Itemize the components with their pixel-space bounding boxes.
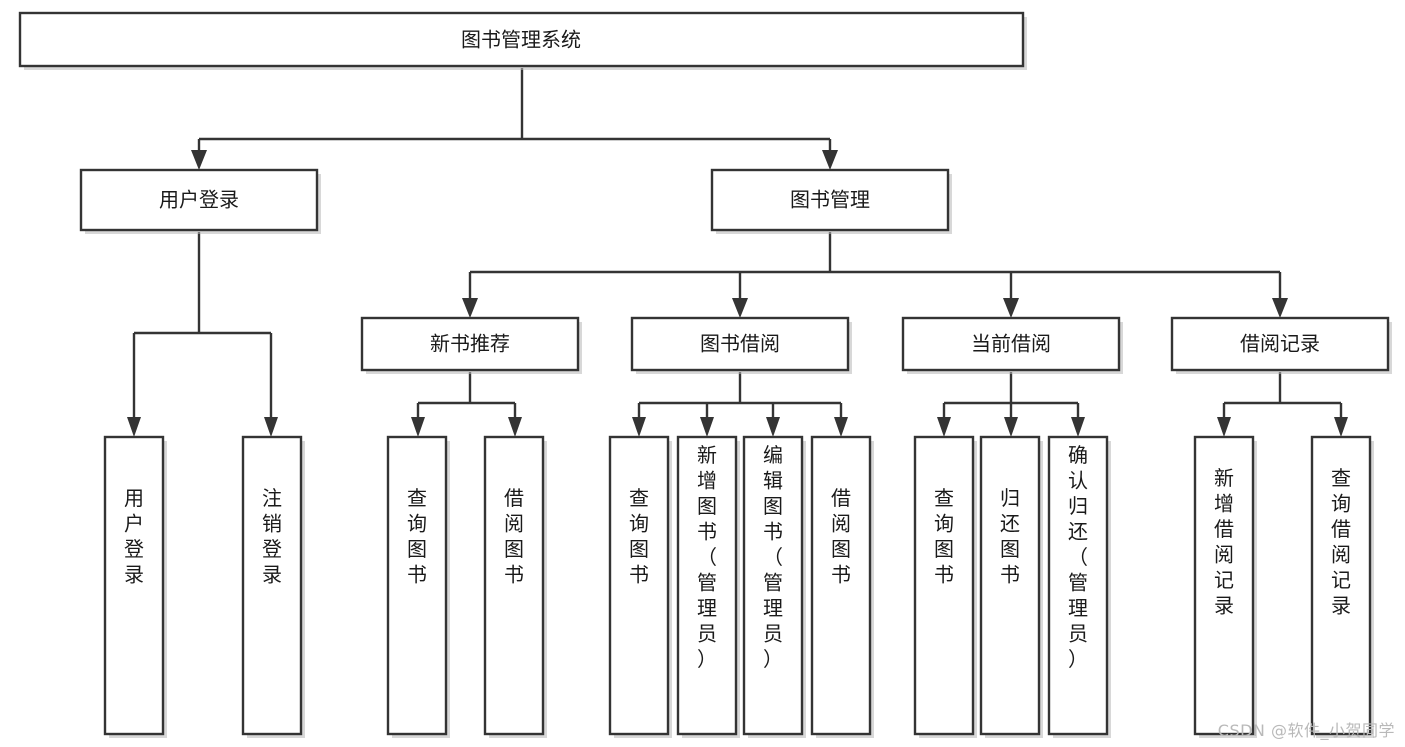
node-new-book-rec-rect[interactable] (360, 316, 580, 372)
node-current-borrow-label: 当前借阅 (971, 332, 1051, 356)
node-leaf-add-book[interactable]: 新增图书（管理员） (676, 435, 740, 738)
node-leaf-query-book-1[interactable]: 查询图书 (386, 435, 450, 738)
node-leaf-edit-book-label: 编辑图书（管理员） (763, 443, 783, 671)
node-book-borrow[interactable]: 图书借阅 (630, 316, 852, 374)
node-leaf-query-book-1-rect[interactable] (386, 435, 448, 736)
node-leaf-borrow-book-2-label: 借阅图书 (831, 486, 851, 587)
node-leaf-logout-login[interactable]: 注销登录 (241, 435, 305, 738)
node-book-borrow-label: 图书借阅 (700, 332, 780, 356)
node-leaf-user-login-rect[interactable] (103, 435, 165, 736)
node-leaf-query-book-3[interactable]: 查询图书 (913, 435, 977, 738)
node-new-book-rec[interactable]: 新书推荐 (360, 316, 582, 374)
node-user-login-rect[interactable] (79, 168, 319, 232)
arrow-head-leaf-add-record (1217, 417, 1231, 437)
arrow-head-leaf-borrow-book-2 (834, 417, 848, 437)
arrow-head-leaf-query-book-2 (632, 417, 646, 437)
node-leaf-query-book-2-rect[interactable] (608, 435, 670, 736)
arrow-head-leaf-confirm-return (1071, 417, 1085, 437)
node-leaf-query-record-label: 查询借阅记录 (1331, 466, 1351, 618)
node-leaf-logout-login-label: 注销登录 (262, 486, 282, 587)
arrow-head-leaf-query-book-3 (937, 417, 951, 437)
connector-layer (127, 68, 1348, 437)
node-borrow-record-rect[interactable] (1170, 316, 1390, 372)
node-leaf-add-book-rect[interactable] (676, 435, 738, 736)
node-borrow-record-label: 借阅记录 (1240, 332, 1320, 356)
node-leaf-confirm-return-rect[interactable] (1047, 435, 1109, 736)
arrow-head-leaf-query-record (1334, 417, 1348, 437)
arrow-head-leaf-add-book (700, 417, 714, 437)
node-leaf-borrow-book-1-rect[interactable] (483, 435, 545, 736)
node-leaf-query-record-rect[interactable] (1310, 435, 1372, 736)
node-leaf-confirm-return-label: 确认归还（管理员） (1068, 443, 1088, 671)
node-leaf-query-book-2[interactable]: 查询图书 (608, 435, 672, 738)
arrow-head-leaf-edit-book (766, 417, 780, 437)
node-leaf-return-book[interactable]: 归还图书 (979, 435, 1043, 738)
node-leaf-add-record[interactable]: 新增借阅记录 (1193, 435, 1257, 738)
arrow-head-borrow-record (1272, 298, 1288, 318)
arrow-head-leaf-query-book-1 (411, 417, 425, 437)
node-new-book-rec-label: 新书推荐 (430, 332, 510, 356)
node-leaf-query-book-3-label: 查询图书 (934, 486, 954, 587)
node-current-borrow[interactable]: 当前借阅 (901, 316, 1123, 374)
arrow-head-book-borrow (732, 298, 748, 318)
arrow-head-book-manage (822, 150, 838, 170)
node-leaf-user-login-label: 用户登录 (124, 486, 144, 587)
arrow-head-leaf-return-book (1004, 417, 1018, 437)
node-root-rect[interactable] (18, 11, 1025, 68)
node-leaf-return-book-label: 归还图书 (1000, 486, 1020, 587)
node-user-login-label: 用户登录 (159, 188, 239, 212)
node-leaf-query-record[interactable]: 查询借阅记录 (1310, 435, 1374, 738)
node-leaf-add-record-rect[interactable] (1193, 435, 1255, 736)
arrow-head-leaf-borrow-book-1 (508, 417, 522, 437)
arrow-head-new-book-rec (462, 298, 478, 318)
node-leaf-add-book-label: 新增图书（管理员） (697, 443, 717, 671)
node-leaf-add-record-label: 新增借阅记录 (1214, 466, 1234, 618)
node-leaf-borrow-book-1[interactable]: 借阅图书 (483, 435, 547, 738)
node-root[interactable]: 图书管理系统 (18, 11, 1027, 70)
arrow-head-leaf-logout-login (264, 417, 278, 437)
node-leaf-confirm-return[interactable]: 确认归还（管理员） (1047, 435, 1111, 738)
node-leaf-borrow-book-2-rect[interactable] (810, 435, 872, 736)
node-book-manage[interactable]: 图书管理 (710, 168, 952, 234)
node-leaf-borrow-book-1-label: 借阅图书 (504, 486, 524, 587)
node-borrow-record[interactable]: 借阅记录 (1170, 316, 1392, 374)
arrow-head-current-borrow (1003, 298, 1019, 318)
node-book-manage-rect[interactable] (710, 168, 950, 232)
node-book-borrow-rect[interactable] (630, 316, 850, 372)
node-leaf-edit-book-rect[interactable] (742, 435, 804, 736)
node-user-login[interactable]: 用户登录 (79, 168, 321, 234)
node-leaf-query-book-1-label: 查询图书 (407, 486, 427, 587)
node-leaf-logout-login-rect[interactable] (241, 435, 303, 736)
node-leaf-query-book-2-label: 查询图书 (629, 486, 649, 587)
node-leaf-edit-book[interactable]: 编辑图书（管理员） (742, 435, 806, 738)
node-leaf-borrow-book-2[interactable]: 借阅图书 (810, 435, 874, 738)
node-leaf-query-book-3-rect[interactable] (913, 435, 975, 736)
node-book-manage-label: 图书管理 (790, 188, 870, 212)
arrow-head-leaf-user-login (127, 417, 141, 437)
node-root-label: 图书管理系统 (461, 28, 581, 52)
node-leaf-return-book-rect[interactable] (979, 435, 1041, 736)
node-leaf-user-login[interactable]: 用户登录 (103, 435, 167, 738)
node-current-borrow-rect[interactable] (901, 316, 1121, 372)
arrow-head-user-login (191, 150, 207, 170)
